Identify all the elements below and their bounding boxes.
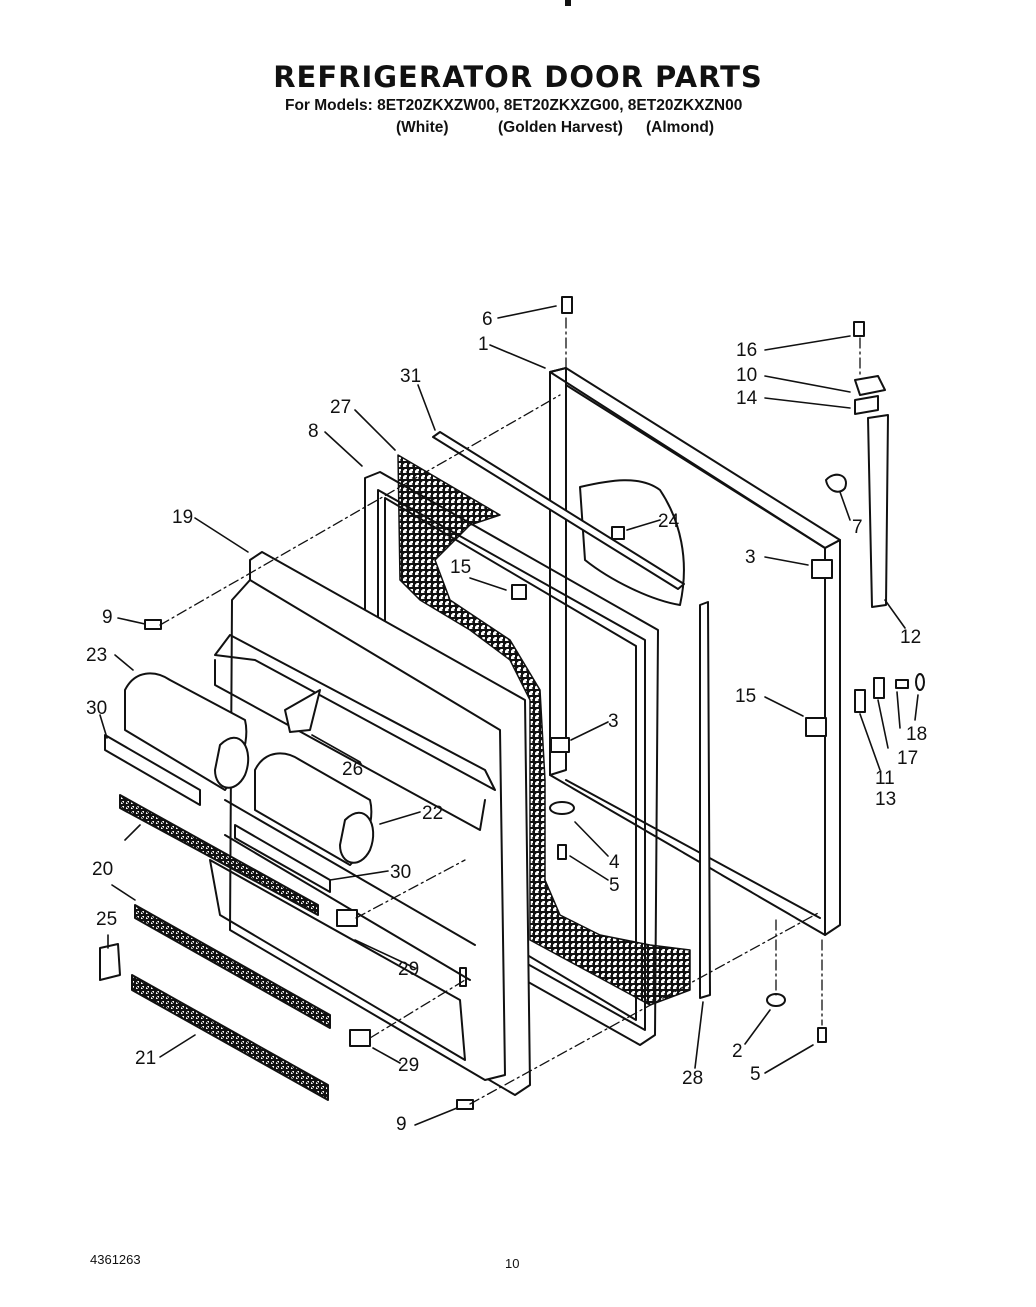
callout-15-lower: 15 [735, 686, 756, 707]
hardware [144, 296, 925, 1110]
models-line: For Models: 8ET20ZKXZW00, 8ET20ZKXZG00, … [285, 97, 743, 114]
callout-5-upper: 5 [609, 875, 620, 896]
callout-11: 11 [875, 768, 895, 789]
callout-20: 20 [92, 859, 113, 880]
callout-27: 27 [330, 397, 351, 418]
document-number: 4361263 [90, 1252, 141, 1267]
callout-5-lower: 5 [750, 1064, 761, 1085]
color-golden-harvest: (Golden Harvest) [498, 119, 623, 136]
top-trim-31 [432, 431, 685, 590]
callout-17: 17 [897, 748, 918, 769]
shelf-bar-20 [119, 794, 319, 916]
callout-10: 10 [736, 365, 757, 386]
callout-30-right: 30 [390, 862, 411, 883]
assembly-lines [159, 317, 861, 1105]
callout-28: 28 [682, 1068, 703, 1089]
callout-22: 22 [422, 803, 443, 824]
color-white: (White) [396, 119, 449, 136]
callout-21: 21 [135, 1048, 156, 1069]
callout-4: 4 [609, 852, 620, 873]
door-rail-30-upper [104, 734, 201, 806]
callout-16: 16 [736, 340, 757, 361]
callout-labels: 1 2 3 3 4 5 5 6 7 8 9 9 10 11 12 13 14 1… [86, 309, 927, 1135]
page-title: REFRIGERATOR DOOR PARTS [273, 60, 763, 94]
bin-end-cap [284, 689, 321, 733]
callout-25: 25 [96, 909, 117, 930]
callout-1: 1 [478, 334, 489, 355]
callout-29-lower: 29 [398, 1055, 419, 1076]
top-mark [565, 0, 571, 6]
callout-3-upper: 3 [745, 547, 756, 568]
callout-3-lower: 3 [608, 711, 619, 732]
page-number: 10 [505, 1256, 520, 1271]
callout-18: 18 [906, 724, 927, 745]
callout-2: 2 [732, 1041, 743, 1062]
callout-14: 14 [736, 388, 758, 409]
color-almond: (Almond) [646, 119, 715, 136]
side-trim-28 [699, 601, 711, 999]
door-rail-30-lower [234, 824, 331, 893]
callout-13: 13 [875, 789, 896, 810]
callout-12: 12 [900, 627, 921, 648]
callout-15-upper: 15 [450, 557, 471, 578]
bracket-25 [99, 943, 121, 981]
shelf-bar-20-lower [134, 904, 331, 1029]
callout-6: 6 [482, 309, 493, 330]
callout-9-lower: 9 [396, 1114, 407, 1135]
foam-insulation [397, 454, 691, 1006]
callout-19: 19 [172, 507, 193, 528]
callout-8: 8 [308, 421, 319, 442]
outer-door-panel [549, 367, 841, 936]
callout-26: 26 [342, 759, 363, 780]
upper-bin [124, 672, 250, 791]
callout-9-upper: 9 [102, 607, 113, 628]
callout-30-left: 30 [86, 698, 107, 719]
callout-23: 23 [86, 645, 107, 666]
shelf-bar-21 [131, 974, 329, 1101]
callout-24: 24 [658, 511, 680, 532]
middle-bin [254, 752, 375, 866]
bin-retainers-29 [336, 909, 371, 1047]
callout-29-upper: 29 [398, 959, 419, 980]
callout-31: 31 [400, 366, 421, 387]
handle-12 [867, 414, 889, 608]
leader-lines [99, 305, 919, 1126]
callout-7: 7 [852, 517, 863, 538]
